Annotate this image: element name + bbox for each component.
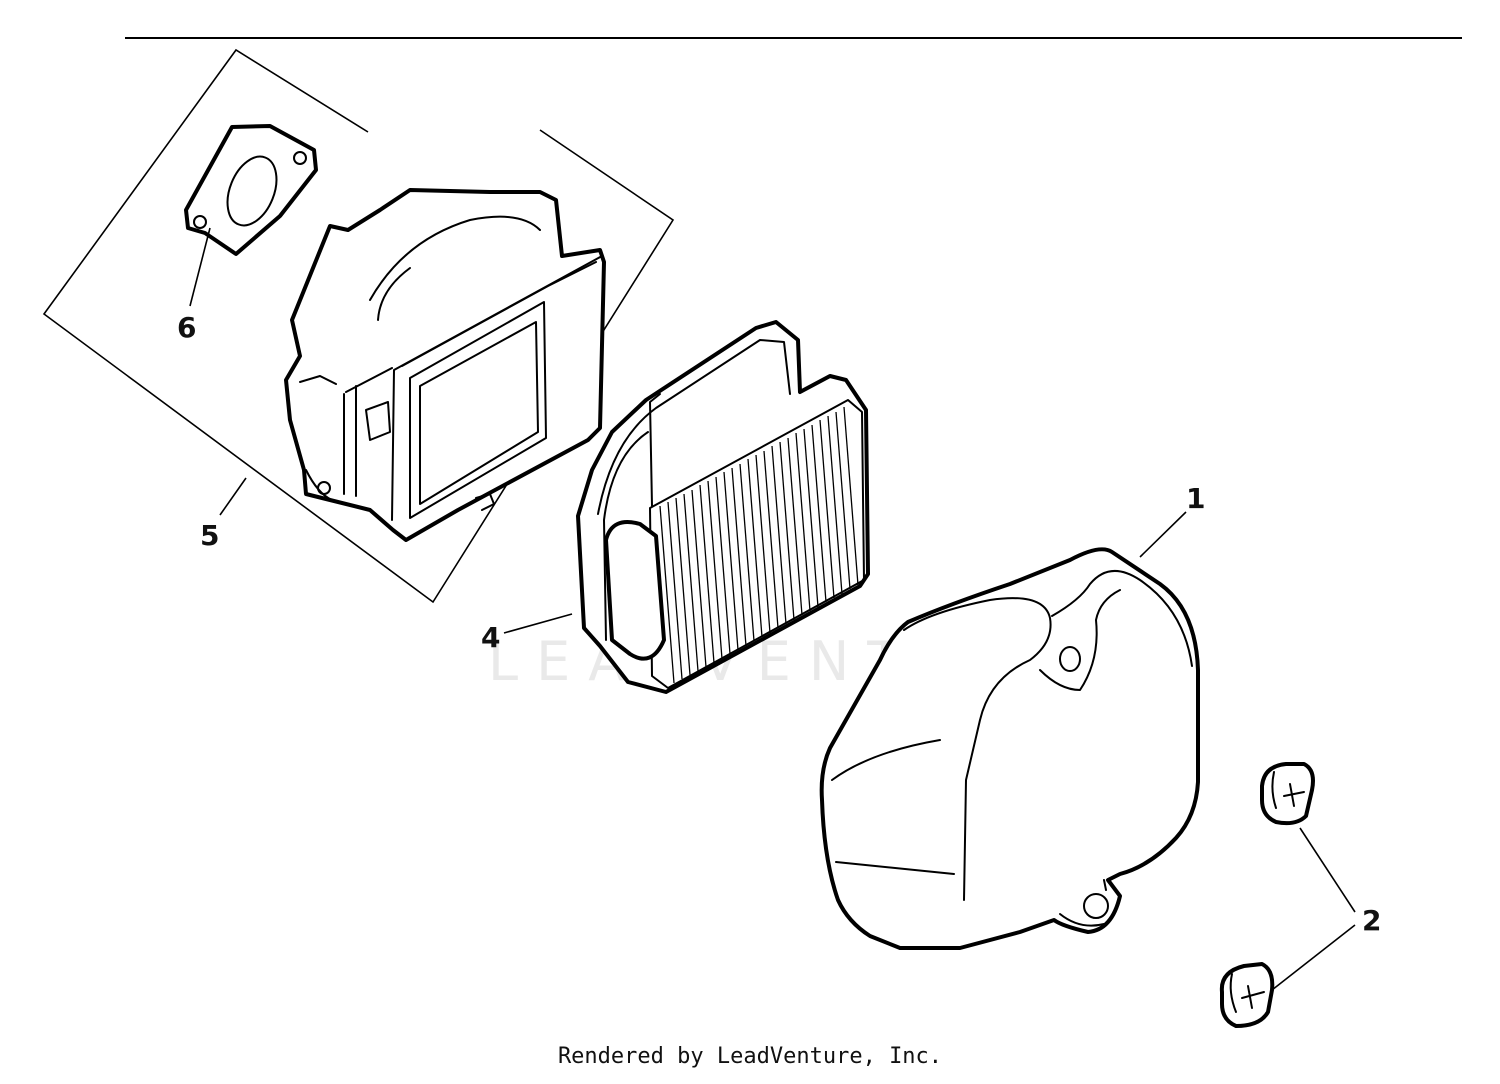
assembly-bracket	[42, 48, 675, 604]
filter-element-part-4[interactable]	[576, 320, 870, 694]
leader-lines	[189, 227, 1356, 991]
callout-1: 1	[1186, 482, 1205, 515]
callout-2: 2	[1362, 904, 1381, 937]
callout-5: 5	[200, 519, 219, 552]
callout-6: 6	[177, 311, 196, 344]
pleat-lines	[659, 406, 859, 684]
cover-part-1[interactable]	[819, 547, 1200, 950]
callout-4: 4	[481, 621, 500, 654]
footer-credit: Rendered by LeadVenture, Inc.	[557, 1044, 943, 1069]
gasket-part-6[interactable]	[184, 124, 318, 256]
knob-lower-part-2[interactable]	[1219, 962, 1275, 1028]
filter-base-part-5[interactable]	[284, 188, 606, 542]
knob-upper-part-2[interactable]	[1260, 762, 1315, 826]
